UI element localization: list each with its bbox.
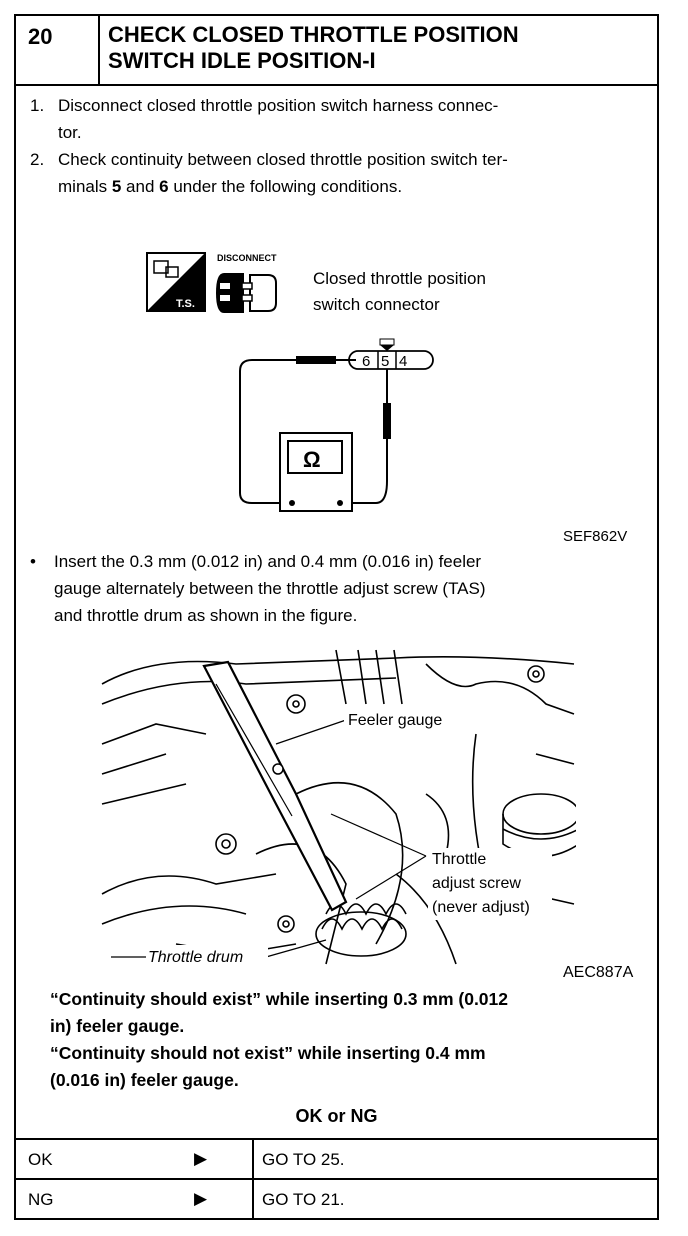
bullet-line1: Insert the 0.3 mm (0.012 in) and 0.4 mm … — [54, 552, 482, 571]
step-2-line1: Check continuity between closed throttle… — [58, 150, 508, 169]
result-line1: “Continuity should exist” while insertin… — [50, 989, 509, 1009]
step-2-number: 2. — [30, 150, 45, 169]
step-1-line1: Disconnect closed throttle position swit… — [58, 96, 499, 115]
procedure-page: 20 CHECK CLOSED THROTTLE POSITION SWITCH… — [14, 14, 659, 1220]
ohmmeter: Ω — [279, 432, 353, 512]
step-2-line2: minals 5 and 6 under the following condi… — [58, 177, 403, 196]
disconnect-label: DISCONNECT — [217, 253, 277, 263]
throttle-drum-label: Throttle drum — [148, 949, 243, 966]
step-1-line2: tor. — [58, 123, 82, 142]
outcome-row-ng: NG ▶ GO TO 21. — [16, 1178, 657, 1220]
step-title: CHECK CLOSED THROTTLE POSITION SWITCH ID… — [108, 22, 519, 74]
throttle-body-illustration: Feeler gauge Throttle adjust screw (neve… — [101, 649, 576, 967]
outcome-row-ok: OK ▶ GO TO 25. — [16, 1138, 657, 1180]
step-title-line1: CHECK CLOSED THROTTLE POSITION — [108, 22, 519, 47]
bullet-line3: and throttle drum as shown in the figure… — [54, 606, 358, 625]
diagram1-ref-code: SEF862V — [563, 528, 627, 541]
result-line3: “Continuity should not exist” while inse… — [50, 1043, 486, 1063]
feeler-gauge-label: Feeler gauge — [348, 712, 442, 729]
arrow-right-icon: ▶ — [194, 1189, 208, 1208]
step-1-number: 1. — [30, 96, 45, 115]
terminal-6: 6 — [362, 353, 370, 370]
terminal-4: 4 — [399, 353, 407, 370]
step-title-line2: SWITCH IDLE POSITION-I — [108, 48, 376, 73]
result-line2: in) feeler gauge. — [50, 1016, 185, 1036]
connector-label-line1: Closed throttle position — [313, 269, 486, 288]
arrow-right-icon: ▶ — [194, 1149, 208, 1168]
result-line4: (0.016 in) feeler gauge. — [50, 1070, 239, 1090]
outcome-ng-action: GO TO 21. — [262, 1190, 345, 1209]
procedure-header: 20 CHECK CLOSED THROTTLE POSITION SWITCH… — [16, 16, 657, 86]
ohm-symbol: Ω — [303, 447, 321, 472]
terminal-6-ref: 6 — [159, 177, 169, 196]
bullet-symbol: • — [30, 552, 36, 571]
outcome-ok-result: OK — [28, 1150, 53, 1169]
step-number: 20 — [16, 16, 100, 84]
bullet-line2: gauge alternately between the throttle a… — [54, 579, 486, 598]
outcome-ok-action: GO TO 25. — [262, 1150, 345, 1169]
diagram2-ref-code: AEC887A — [563, 964, 634, 981]
ok-or-ng-label: OK or NG — [295, 1106, 378, 1126]
tas-label-line2: adjust screw — [432, 875, 521, 892]
disconnect-icon: DISCONNECT — [216, 253, 277, 313]
switch-connector: 6 5 4 — [348, 338, 434, 370]
terminal-5: 5 — [381, 353, 389, 370]
connector-label-line2: switch connector — [313, 295, 440, 314]
ts-icon: T.S. — [146, 252, 206, 312]
outcome-ng-result: NG — [28, 1190, 54, 1209]
ts-label: T.S. — [176, 298, 195, 310]
terminal-5-ref: 5 — [111, 177, 122, 196]
tas-label-line1: Throttle — [432, 851, 486, 868]
continuity-test-diagram: T.S. DISCONNECT Closed throttle position… — [146, 252, 627, 541]
tas-label-line3: (never adjust) — [432, 899, 530, 916]
